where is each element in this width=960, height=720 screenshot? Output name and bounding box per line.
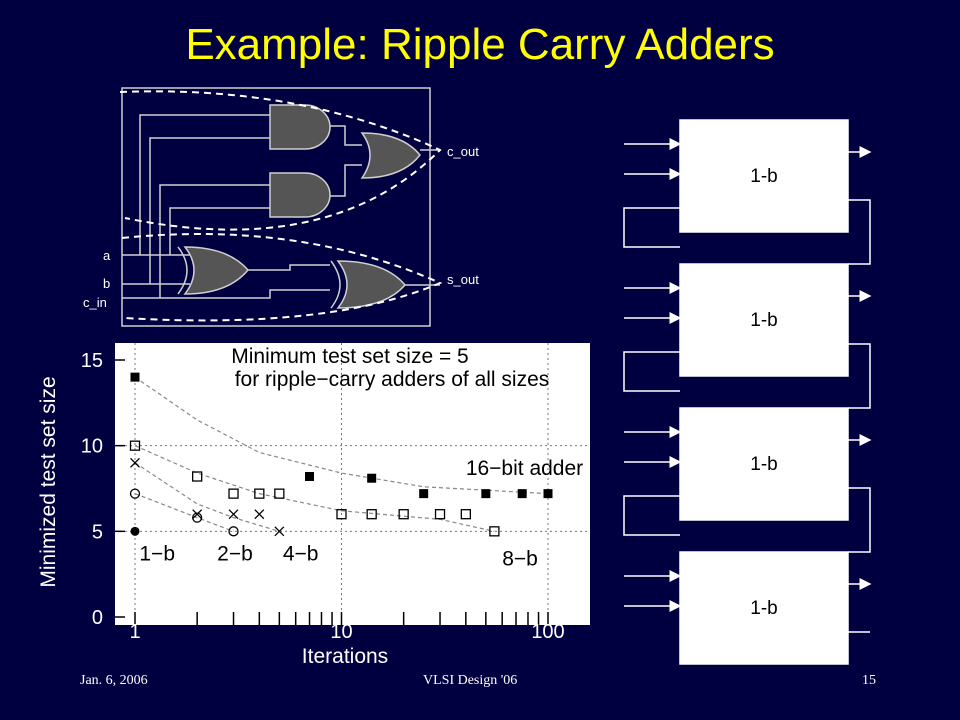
chart-point-open-square [398, 509, 409, 520]
chart-point-cross [192, 509, 203, 520]
chart-point-filled-square [367, 473, 377, 483]
carry-out-wire [848, 343, 871, 409]
carry-out-wire [848, 487, 871, 553]
chart-trend-line [134, 462, 280, 532]
chart-point-open-square [274, 488, 285, 499]
footer-date: Jan. 6, 2006 [80, 673, 148, 688]
chart-series-label-5: 16−bit adder [466, 457, 583, 480]
chart-point-cross [274, 526, 285, 537]
chart-y-tick-label: 0 [92, 607, 103, 629]
chart-annotation-line-2: for ripple−carry adders of all sizes [235, 368, 550, 391]
chart-x-tick-label: 10 [330, 621, 352, 643]
adder-block-3 [679, 407, 849, 521]
xor-gate-1 [183, 246, 249, 295]
chart-point-open-square [254, 488, 265, 499]
chart-x-tick-label: 1 [129, 621, 140, 643]
chart-point-circle [129, 488, 141, 499]
and-gate-2 [269, 172, 331, 218]
sum-dashed-region [121, 233, 443, 322]
input-label-b: b [103, 276, 110, 291]
input-label-a: a [103, 248, 111, 263]
xor-gate-2 [336, 260, 406, 309]
chart-y-tick-label: 5 [92, 521, 103, 543]
chart-y-tick-label: 10 [81, 436, 103, 458]
chart-point-cross [254, 509, 265, 520]
output-label-s-out: s_out [447, 272, 479, 287]
chart-y-axis-label: Minimized test set size [37, 376, 60, 587]
chart-point-filled-square [481, 489, 491, 499]
chart-point-open-square [434, 509, 446, 520]
adder-block-1 [679, 119, 849, 233]
footer-conference: VLSI Design '06 [423, 673, 518, 688]
chart-point-circle [192, 512, 203, 523]
carry-in-wire [623, 495, 680, 536]
adder-block-label-3: 1-b [750, 454, 777, 475]
chart-x-tick-label: 100 [531, 621, 564, 643]
chart-series-label-2: 2−b [217, 542, 253, 565]
chart-point-open-square [129, 440, 141, 451]
chart-point-filled-circle [130, 526, 140, 536]
chart-trend-line [134, 493, 234, 532]
circuit-frame [121, 87, 431, 327]
chart-x-axis-label: Iterations [302, 645, 388, 668]
chart-series-label-3: 4−b [283, 542, 319, 565]
chart-point-open-square [228, 488, 239, 499]
chart-point-filled-square [305, 472, 315, 482]
chart-point-filled-square [543, 489, 553, 499]
footer-page-number: 15 [862, 673, 876, 688]
chart-point-open-square [336, 509, 347, 520]
or-gate [360, 132, 421, 179]
carry-in-wire [623, 207, 680, 248]
chart-trend-line [134, 445, 495, 532]
carry-in-wire [623, 351, 680, 392]
chart-point-filled-square [419, 489, 429, 499]
chart-series-label-4: 8−b [502, 548, 538, 571]
chart-point-open-square [489, 526, 500, 537]
chart-series-label-1: 1−b [139, 542, 175, 565]
output-label-c-out: c_out [447, 144, 479, 159]
chart-y-tick-label: 15 [81, 350, 103, 372]
adder-block-4 [679, 551, 849, 665]
chart-point-filled-square [130, 372, 140, 382]
chart-point-open-square [366, 509, 377, 520]
and-gate-1 [269, 104, 331, 150]
chart-point-filled-square [517, 489, 527, 499]
chart-annotation-line-1: Minimum test set size = 5 [231, 345, 469, 368]
chart-point-cross [228, 509, 239, 520]
chart-point-cross [130, 457, 140, 468]
adder-block-label-1: 1-b [750, 166, 777, 187]
chart-point-circle [228, 526, 239, 537]
adder-block-label-4: 1-b [750, 598, 777, 619]
carry-dashed-region [119, 90, 442, 231]
chart-point-open-square [192, 471, 203, 482]
adder-block-2 [679, 263, 849, 377]
carry-out-wire [848, 199, 871, 265]
adder-block-label-2: 1-b [750, 310, 777, 331]
chart-plot-area [115, 343, 590, 625]
slide-title: Example: Ripple Carry Adders [185, 20, 775, 69]
input-label-c-in: c_in [83, 295, 107, 310]
chart-point-open-square [460, 509, 471, 520]
